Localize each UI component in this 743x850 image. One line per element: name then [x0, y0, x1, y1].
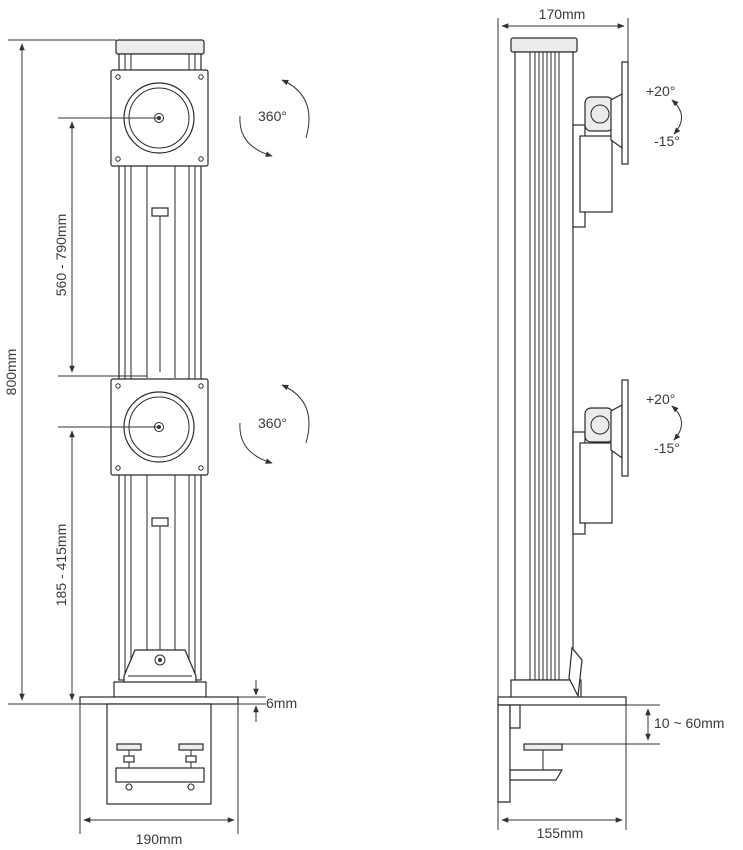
upper-tilt-mount: [572, 61, 629, 228]
front-pole-foot: [113, 649, 207, 698]
tilt-arrow-upper: [671, 99, 682, 135]
tilt-down-label-lower: -15°: [654, 440, 680, 456]
lower-tilt-mount: [572, 379, 629, 535]
side-clamp: [497, 704, 564, 803]
lower-range-label: 185 - 415mm: [53, 524, 69, 606]
top-width-dimension: [497, 18, 629, 697]
upper-range-dimension: [58, 117, 159, 377]
front-clamp: [106, 703, 212, 805]
tilt-arrow-lower: [671, 405, 682, 441]
front-clamp-plate: [79, 696, 239, 705]
rotation-arrow-lower: [239, 384, 310, 464]
clamp-range-dimension: [562, 704, 660, 745]
clamp-range-label: 10 ~ 60mm: [654, 715, 724, 731]
side-view: 170mm +20° -15° +20° -15° 10 ~ 60mm 155m…: [497, 6, 724, 841]
side-pole: [514, 51, 574, 681]
base-width-dimension: [79, 704, 239, 834]
overall-height-dimension: [8, 39, 116, 705]
side-pole-foot: [497, 646, 627, 706]
front-pole-cap: [115, 39, 205, 55]
tilt-up-label-upper: +20°: [646, 83, 675, 99]
lower-range-dimension: [58, 426, 159, 701]
side-pole-cap: [510, 37, 578, 53]
base-gap-label: 6mm: [266, 695, 297, 711]
front-view: 800mm 560 - 790mm 185 - 415mm 360° 360°: [3, 39, 310, 847]
base-depth-dimension: [497, 705, 627, 830]
overall-height-label: 800mm: [3, 349, 19, 396]
base-gap-dimension: [238, 680, 266, 722]
base-depth-label: 155mm: [537, 825, 584, 841]
tilt-down-label-upper: -15°: [654, 133, 680, 149]
top-width-label: 170mm: [539, 6, 586, 22]
upper-range-label: 560 - 790mm: [53, 214, 69, 296]
tilt-up-label-lower: +20°: [646, 391, 675, 407]
rotation-arrow-upper: [239, 79, 310, 157]
rotation-label-upper: 360°: [258, 108, 287, 124]
base-width-label: 190mm: [136, 831, 183, 847]
rotation-label-lower: 360°: [258, 415, 287, 431]
